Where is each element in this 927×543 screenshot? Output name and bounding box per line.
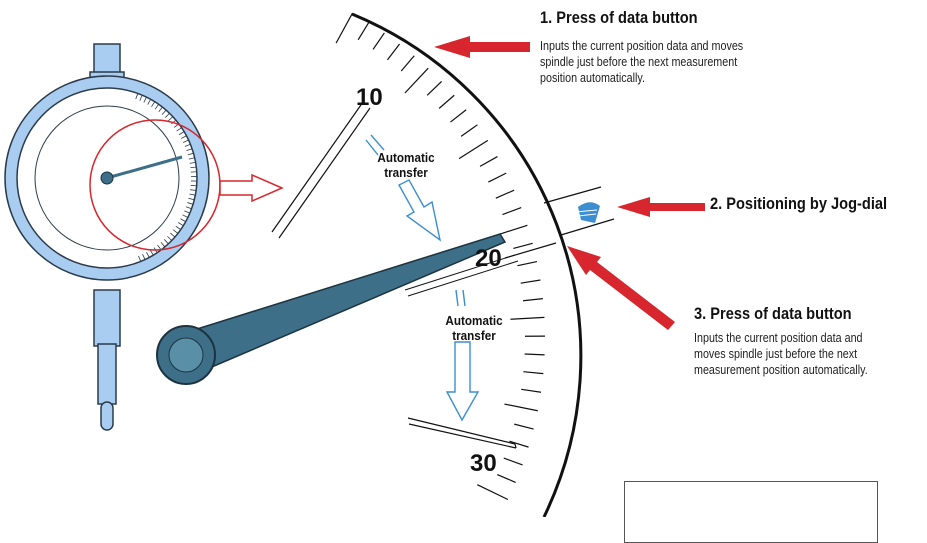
dial-tick: [439, 95, 454, 108]
step-1-title: 1. Press of data button: [540, 8, 698, 28]
dial-tick: [405, 68, 428, 93]
dial-tick: [503, 208, 522, 215]
pointer-ghost-upper: [272, 102, 370, 238]
dial-tick: [427, 81, 441, 95]
dial-tick: [523, 372, 543, 374]
dial-tick: [521, 280, 541, 283]
dial-tick: [504, 404, 537, 411]
step-2-title: 2. Positioning by Jog-dial: [710, 194, 887, 214]
step-1-desc-line1: Inputs the current position data and mov…: [540, 38, 743, 54]
dial-tick: [387, 44, 399, 60]
step-3-desc-line3: measurement position automatically.: [694, 362, 868, 378]
blank-frame: [624, 481, 878, 543]
dial-tick: [373, 33, 384, 49]
dial-tick: [401, 56, 414, 71]
measurement-diagram: [0, 0, 927, 517]
dial-tick: [496, 190, 514, 198]
transfer-label-upper-line1: Automatic: [370, 150, 442, 165]
dial-tick: [480, 157, 497, 167]
dial-tick: [517, 262, 537, 266]
step-3-desc-line1: Inputs the current position data and: [694, 330, 863, 346]
step-1-desc-line2: spindle just before the next measurement: [540, 54, 737, 70]
dial-tick: [488, 173, 506, 182]
dial-tick: [497, 475, 515, 483]
dial-tick: [459, 140, 488, 158]
dial-number-30: 30: [470, 450, 497, 478]
gauge-tick: [191, 185, 197, 186]
jog-dial-icon: [544, 187, 614, 235]
dial-tick: [461, 125, 477, 137]
reading-line: [505, 243, 556, 258]
transfer-label-upper: Automatic transfer: [370, 150, 442, 180]
transfer-label-lower: Automatic transfer: [438, 313, 510, 343]
dial-tick: [523, 299, 543, 301]
dial-tick: [336, 13, 352, 43]
pointer-ghost-lower: [408, 418, 516, 448]
step-1-desc-line3: position automatically.: [540, 70, 645, 86]
dial-tick: [514, 424, 533, 429]
dial-tick: [358, 23, 368, 40]
dial-tick: [450, 110, 466, 122]
dial-tick: [510, 317, 544, 319]
dial-tick: [504, 458, 523, 465]
dial-tick: [513, 243, 532, 248]
dial-number-20: 20: [475, 245, 502, 273]
transfer-label-lower-line1: Automatic: [438, 313, 510, 328]
dial-tick: [509, 441, 528, 447]
dial-tick: [477, 485, 508, 500]
step-3-title: 3. Press of data button: [694, 304, 852, 324]
dial-tick: [521, 389, 541, 392]
step-3-desc-line2: moves spindle just before the next: [694, 346, 857, 362]
dial-number-10: 10: [356, 84, 383, 112]
transfer-label-lower-line2: transfer: [438, 328, 510, 343]
dial-tick: [525, 354, 545, 355]
big-pointer: [157, 234, 505, 384]
transfer-label-upper-line2: transfer: [370, 165, 442, 180]
